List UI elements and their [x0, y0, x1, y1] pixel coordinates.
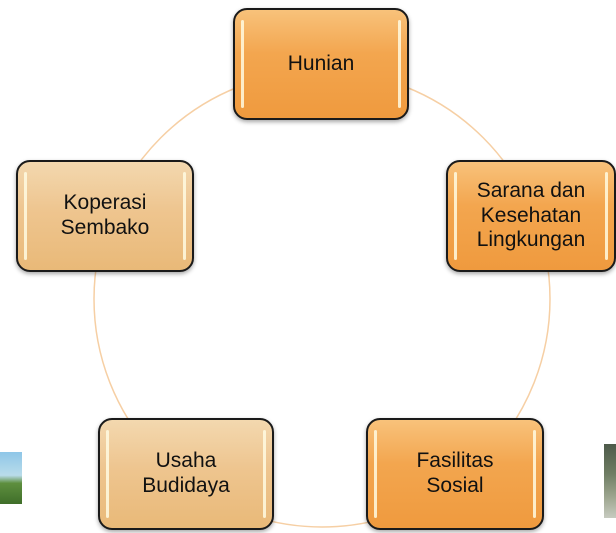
node-hunian: Hunian [233, 8, 409, 120]
node-fasilitas-sosial: Fasilitas Sosial [366, 418, 544, 530]
node-usaha-label: Usaha Budidaya [142, 449, 230, 497]
landscape-photo-right [604, 444, 616, 518]
node-sarana-label: Sarana dan Kesehatan Lingkungan [476, 178, 586, 252]
node-koperasi-sembako: Koperasi Sembako [16, 160, 194, 272]
node-sarana-kesehatan-lingkungan: Sarana dan Kesehatan Lingkungan [446, 160, 616, 272]
node-fasilitas-label: Fasilitas Sosial [416, 449, 494, 497]
node-hunian-label: Hunian [287, 51, 355, 75]
landscape-photo-left [0, 452, 22, 504]
node-koperasi-label: Koperasi Sembako [60, 191, 150, 239]
node-usaha-budidaya: Usaha Budidaya [98, 418, 274, 530]
